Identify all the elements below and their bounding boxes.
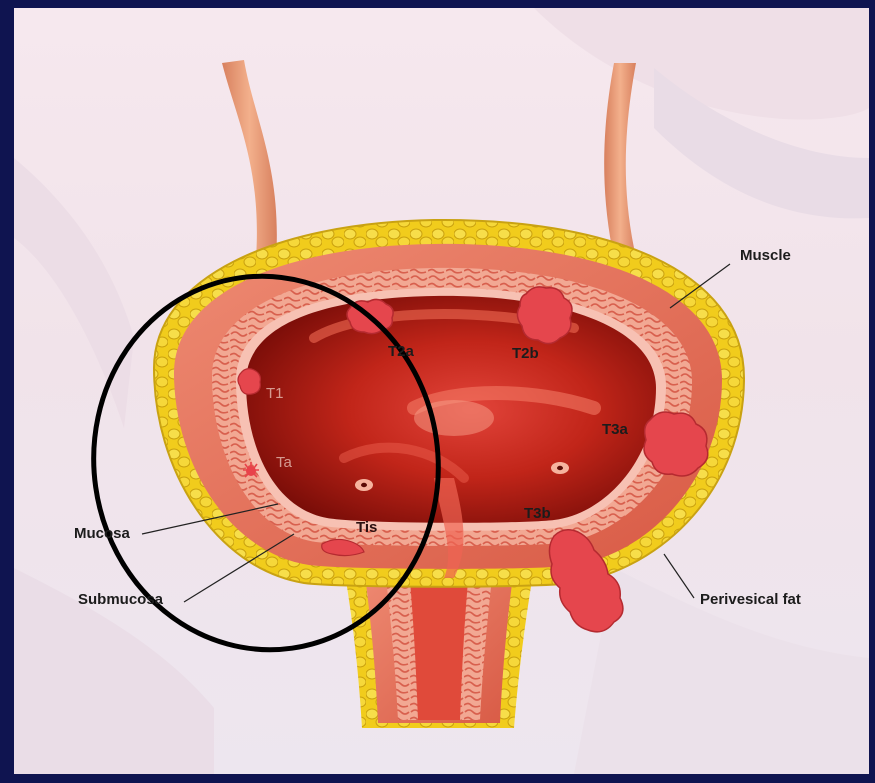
stage-label-t3a: T3a bbox=[602, 422, 628, 437]
stage-label-ta: Ta bbox=[276, 455, 292, 470]
stage-label-t2a: T2a bbox=[388, 344, 414, 359]
tumor-t1 bbox=[238, 369, 260, 395]
stage-label-t3b: T3b bbox=[524, 506, 551, 521]
label-mucosa: Mucosa bbox=[74, 526, 130, 541]
stage-label-tis: Tis bbox=[356, 520, 377, 535]
label-muscle: Muscle bbox=[740, 248, 791, 263]
stage-label-t2b: T2b bbox=[512, 346, 539, 361]
perivesical-fat-leader-line bbox=[664, 554, 694, 598]
illustration-frame: Muscle Mucosa Submucosa Perivesical fat … bbox=[14, 8, 869, 774]
stage-label-t1: T1 bbox=[266, 386, 284, 401]
label-submucosa: Submucosa bbox=[78, 592, 163, 607]
bladder-illustration bbox=[14, 8, 869, 774]
label-perivesical-fat: Perivesical fat bbox=[700, 592, 801, 607]
